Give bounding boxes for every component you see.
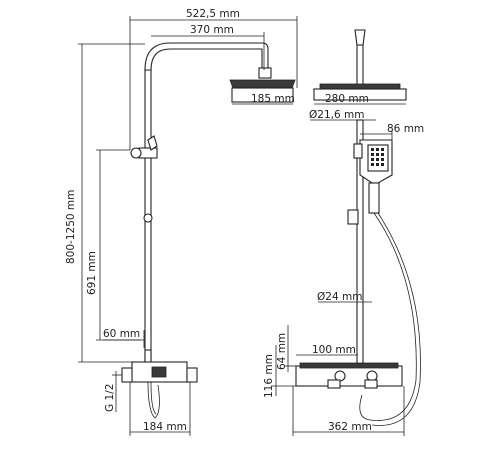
dim-head-width: 185 mm <box>251 93 295 105</box>
dim-valve-depth: 100 mm <box>312 344 356 356</box>
side-left-knob-base <box>327 379 341 389</box>
front-view <box>121 42 296 419</box>
side-top-pipe <box>356 44 364 88</box>
side-pipe-cap <box>354 29 366 46</box>
dim-holder-height: 691 mm <box>86 251 98 295</box>
front-shower-head-face <box>231 87 294 103</box>
dim-valve-offset: 60 mm <box>103 328 140 340</box>
side-mixer-body <box>295 365 403 387</box>
dim-valve-height: 116 mm <box>263 354 275 398</box>
dim-base-width: 184 mm <box>143 421 187 433</box>
side-view <box>295 29 421 426</box>
front-slider <box>143 213 153 223</box>
side-hose <box>359 212 417 421</box>
side-view-dimensions: 280 mm Ø21,6 mm 86 mm Ø24 mm 100 mm 64 m… <box>263 93 424 436</box>
side-shower-head-top <box>319 83 401 90</box>
dim-arm-length: 370 mm <box>190 24 234 36</box>
dim-shelf-depth: 362 mm <box>328 421 372 433</box>
dim-rail-diameter: Ø24 mm <box>317 291 362 303</box>
side-hose-outer <box>371 212 421 426</box>
side-holder-clamp <box>353 143 363 159</box>
front-holder-knob <box>130 147 142 159</box>
side-shelf-top <box>299 362 399 369</box>
side-handset-handle <box>368 182 380 214</box>
side-right-knob-base <box>364 379 378 389</box>
dim-inlet: G 1/2 <box>104 384 116 412</box>
front-inlet-left <box>121 367 133 383</box>
dim-height-range: 800-1250 mm <box>65 190 77 264</box>
front-holder-clamp <box>138 147 158 159</box>
front-handset-tip <box>147 135 158 151</box>
front-top-arm <box>144 42 269 71</box>
front-mixer-handle <box>151 366 167 378</box>
dim-handset-depth: 86 mm <box>387 123 424 135</box>
front-inlet-right <box>186 367 198 383</box>
dim-pipe-diameter: Ø21,6 mm <box>309 109 364 121</box>
dim-head-diameter: 280 mm <box>325 93 369 105</box>
side-handset-nozzles <box>371 148 384 166</box>
dim-width-overall: 522,5 mm <box>186 8 240 20</box>
side-shower-head-face <box>313 88 407 101</box>
front-hose-inner <box>150 381 157 415</box>
dim-shelf-thickness: 64 mm <box>276 333 288 370</box>
front-view-dimensions: 522,5 mm 370 mm 185 mm 800-1250 mm 691 m… <box>65 8 298 436</box>
front-shower-head <box>229 79 296 89</box>
front-head-connector <box>258 67 272 79</box>
front-hose <box>147 381 160 419</box>
side-slider <box>347 209 359 225</box>
